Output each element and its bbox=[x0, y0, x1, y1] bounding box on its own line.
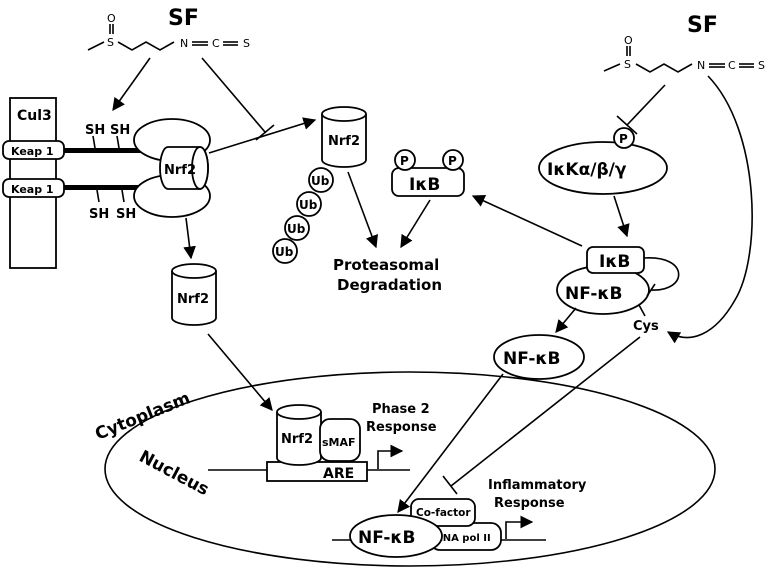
ikk-phospho bbox=[613, 127, 635, 149]
sh-label-4: SH bbox=[116, 207, 136, 222]
nrf2-free-label: Nrf2 bbox=[177, 292, 209, 307]
molecule-carbon-right: C bbox=[728, 59, 736, 72]
nrf2-are-complex: ARE Nrf2 sMAF Phase 2 Response bbox=[208, 402, 437, 482]
ub-label-3: Ub bbox=[287, 222, 306, 236]
molecule-sulfur-end-left: S bbox=[243, 37, 250, 50]
ub-label-2: Ub bbox=[299, 198, 318, 212]
ikk-complex: IκKα/β/γ P bbox=[538, 127, 668, 195]
ikb-p-label: IκB bbox=[409, 175, 440, 195]
ikk-label: IκKα/β/γ bbox=[547, 160, 627, 180]
keap1-label-bottom: Keap 1 bbox=[11, 183, 54, 196]
ub-2 bbox=[296, 191, 322, 217]
cofactor-box bbox=[410, 498, 476, 527]
nucleus-label: Nucleus bbox=[136, 447, 212, 500]
ikk-phospho-label: P bbox=[619, 132, 628, 146]
molecule-nitrogen-left: N bbox=[180, 37, 188, 50]
nfkb-free-label: NF-κB bbox=[503, 349, 560, 369]
smaf-label: sMAF bbox=[322, 436, 356, 449]
nfkb-bound-label: NF-κB bbox=[565, 284, 622, 304]
nfkb-transcription-complex: RNA pol II Co-factor NF-κB Inflammatory … bbox=[332, 478, 587, 558]
molecule-oxygen-left: O bbox=[107, 12, 116, 25]
phospho-1 bbox=[394, 149, 416, 171]
ub-1 bbox=[308, 167, 334, 193]
phospho-label-2: P bbox=[448, 154, 457, 168]
nfkb-nuclear bbox=[349, 514, 443, 558]
sf-label-left: SF bbox=[168, 6, 199, 31]
inflammatory-response-label: Response bbox=[494, 496, 565, 511]
inflammatory-label: Inflammatory bbox=[488, 478, 587, 493]
cofactor-label: Co-factor bbox=[416, 507, 471, 519]
cul3-keap1-complex: Cul3 Keap 1 Keap 1 SH SH SH SH Nrf2 bbox=[2, 97, 211, 269]
nfkb-nuclear-label: NF-κB bbox=[358, 528, 415, 548]
ikb-bound-label: IκB bbox=[599, 252, 630, 272]
nrf2-free: Nrf2 bbox=[171, 263, 217, 326]
are-label: ARE bbox=[323, 466, 354, 482]
keap1-label-top: Keap 1 bbox=[11, 145, 54, 158]
molecule-oxygen-right: O bbox=[624, 34, 633, 47]
pathway-arrows bbox=[112, 57, 753, 514]
phase2-response-label: Response bbox=[366, 420, 437, 435]
molecule-sulfur-end-right: S bbox=[758, 59, 765, 72]
ikb-phosphorylated: IκB P P bbox=[391, 149, 465, 197]
nrf2-ub-label: Nrf2 bbox=[328, 134, 360, 149]
ub-label-1: Ub bbox=[311, 174, 330, 188]
phase2-label: Phase 2 bbox=[372, 402, 430, 417]
phospho-label-1: P bbox=[400, 154, 409, 168]
sf-molecule-left: SF O S N C S bbox=[87, 6, 250, 51]
molecule-carbon-left: C bbox=[212, 37, 220, 50]
cys-label: Cys bbox=[633, 319, 659, 334]
sh-label-2: SH bbox=[110, 123, 130, 138]
ub-4 bbox=[272, 238, 298, 264]
ikb-bound-box bbox=[586, 246, 645, 274]
ikb-p-box bbox=[391, 167, 465, 197]
molecule-sulfur-left: S bbox=[107, 36, 114, 49]
ikk-ellipse bbox=[538, 141, 668, 195]
rnapol-label: RNA pol II bbox=[435, 533, 491, 544]
sf-molecule-right: SF O S N C S bbox=[603, 13, 765, 73]
nucleus-membrane bbox=[104, 371, 716, 567]
degradation-label: Degradation bbox=[337, 276, 442, 294]
proteasomal-label: Proteasomal bbox=[333, 256, 439, 274]
nrf2-nuclear-label: Nrf2 bbox=[281, 432, 313, 447]
molecule-nitrogen-right: N bbox=[697, 59, 705, 72]
nfkb-free bbox=[493, 334, 585, 380]
cytoplasm-label: Cytoplasm bbox=[92, 388, 193, 444]
ub-label-4: Ub bbox=[275, 245, 294, 259]
nrf2-bound-label: Nrf2 bbox=[164, 163, 196, 178]
phospho-2 bbox=[442, 149, 464, 171]
cul3-label: Cul3 bbox=[17, 108, 52, 124]
molecule-sulfur-right: S bbox=[624, 58, 631, 71]
smaf-box bbox=[319, 418, 361, 462]
sf-label-right: SF bbox=[687, 13, 718, 38]
sh-label-3: SH bbox=[89, 207, 109, 222]
sh-label-1: SH bbox=[85, 123, 105, 138]
ikb-nfkb-complex: IκB NF-κB Cys bbox=[556, 246, 680, 334]
ub-3 bbox=[284, 215, 310, 241]
nrf2-ubiquitinated: Nrf2 Ub Ub Ub Ub bbox=[272, 106, 367, 264]
